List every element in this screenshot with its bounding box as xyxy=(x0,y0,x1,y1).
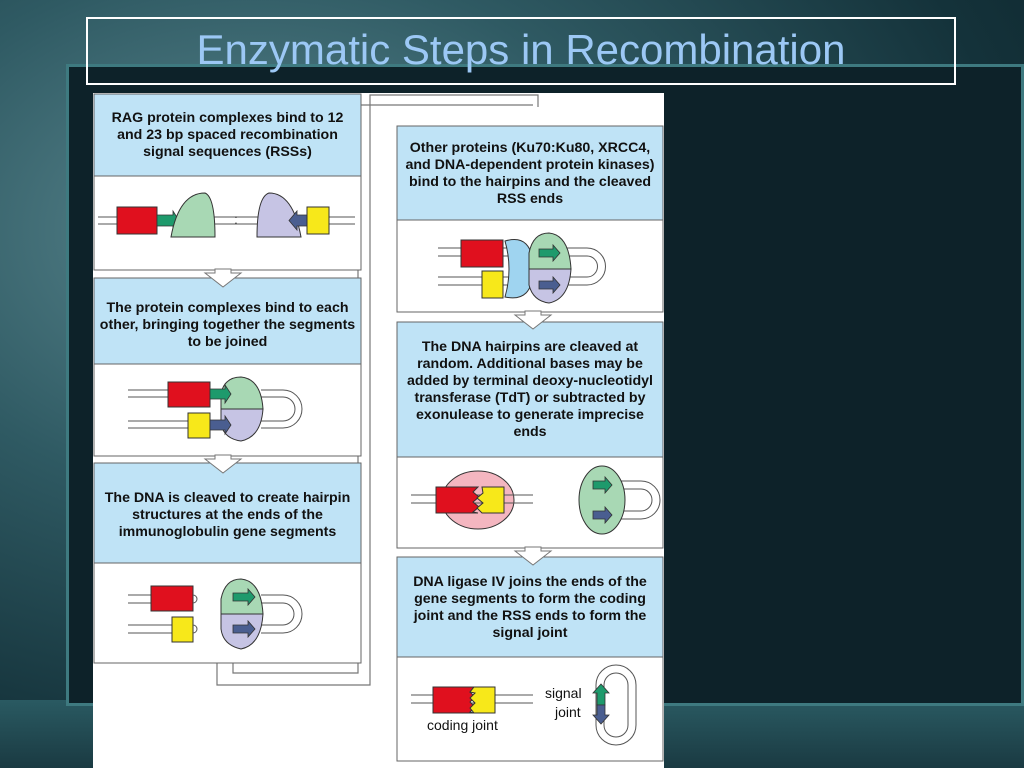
rss-arrow-blue xyxy=(538,275,561,295)
signal-arrow-blue xyxy=(592,704,610,725)
yellow-gene-segment xyxy=(469,686,496,714)
yellow-gene-segment xyxy=(481,270,504,299)
slide-title: Enzymatic Steps in Recombination xyxy=(196,26,846,73)
yellow-gene-segment xyxy=(306,206,330,235)
red-gene-segment xyxy=(150,585,194,612)
step1-text: RAG protein complexes bind to 12 and 23 … xyxy=(111,109,344,160)
step4-header xyxy=(396,125,664,221)
signal-joint-label-line1: signal xyxy=(545,685,582,701)
step5-illustration xyxy=(411,465,661,535)
rss-arrow-green xyxy=(232,587,256,607)
svg-text::: : xyxy=(234,211,238,227)
yellow-gene-segment xyxy=(187,412,211,439)
figure-diagram: : xyxy=(93,93,664,762)
rss-arrow-blue xyxy=(232,619,256,639)
flow-connector-inner xyxy=(232,104,533,674)
step-arrow xyxy=(203,268,553,566)
ku-protein-blue xyxy=(504,239,534,299)
red-gene-segment xyxy=(432,686,476,714)
step1-illustration: : xyxy=(98,192,355,238)
rss-arrow-green xyxy=(209,383,232,405)
red-gene-segment xyxy=(435,486,480,514)
flow-connector xyxy=(216,94,539,686)
signal-joint-loop-outer xyxy=(595,664,637,746)
step3-illustration xyxy=(128,578,303,650)
rag-protein-green xyxy=(220,376,264,410)
red-gene-segment xyxy=(167,381,211,408)
rss-arrow-blue xyxy=(592,505,613,525)
signal-arrow-green xyxy=(592,683,610,706)
step3-text: The DNA is cleaved to create hairpin str… xyxy=(104,489,351,540)
step6-text: DNA ligase IV joins the ends of the gene… xyxy=(413,574,647,641)
rag-protein-green xyxy=(170,192,216,238)
step2-text: The protein complexes bind to each other… xyxy=(99,299,356,350)
slide-title-box: Enzymatic Steps in Recombination xyxy=(86,17,956,85)
red-gene-segment xyxy=(116,206,158,235)
rss-arrow-blue xyxy=(209,414,232,436)
rss-arrow-green xyxy=(538,243,561,263)
yellow-gene-segment xyxy=(171,616,194,643)
yellow-gene-segment xyxy=(476,486,505,514)
step1-header xyxy=(93,93,362,177)
step6-header xyxy=(396,556,664,658)
coding-joint-label: coding joint xyxy=(427,717,498,733)
recombination-figure: : xyxy=(93,93,664,768)
signal-joint-label-line2: joint xyxy=(555,704,581,720)
step5-header xyxy=(396,321,664,458)
step4-illustration xyxy=(438,232,606,304)
step4-text: Other proteins (Ku70:Ku80, XRCC4, and DN… xyxy=(405,140,655,207)
rss-arrow-green xyxy=(592,475,613,495)
step5-text: The DNA hairpins are cleaved at random. … xyxy=(407,339,653,440)
rss-arrow-blue xyxy=(288,209,308,232)
red-gene-segment xyxy=(460,239,504,268)
step6-illustration xyxy=(411,664,637,746)
step3-header xyxy=(93,462,362,564)
step2-illustration xyxy=(128,376,303,442)
rag-protein-green xyxy=(578,465,626,535)
